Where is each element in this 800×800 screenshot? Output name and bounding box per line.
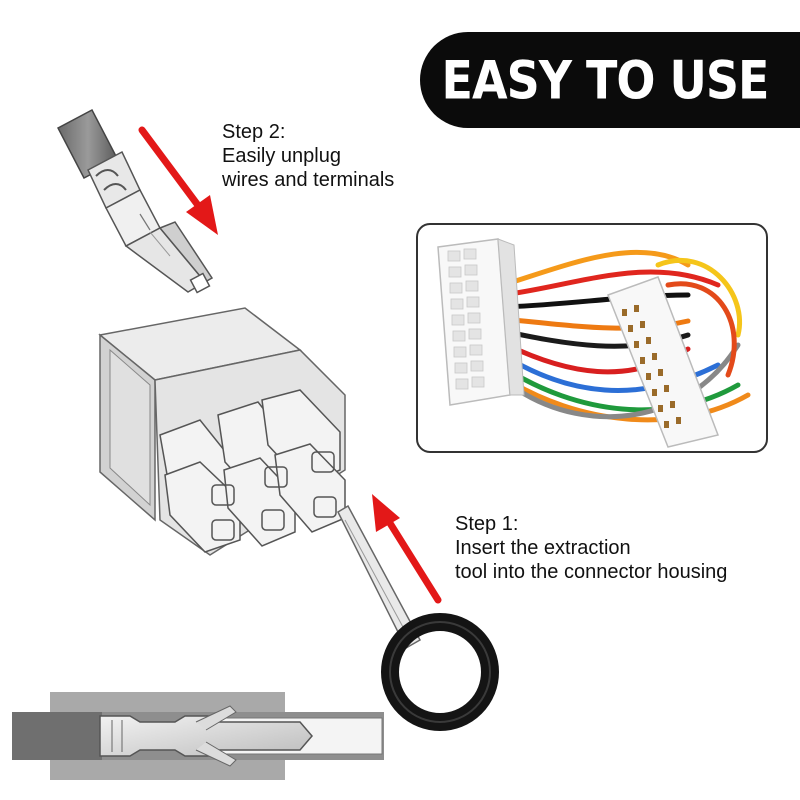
step-1-line-1: Insert the extraction (455, 537, 631, 559)
easy-to-use-banner: EASY TO USE (420, 32, 800, 128)
step-1-text: Step 1: Insert the extraction tool into … (455, 512, 727, 584)
terminal-pin-icon (56, 108, 214, 294)
banner-title: EASY TO USE (441, 48, 770, 112)
atx-cable-photo (416, 223, 768, 453)
arrow-up-icon (372, 494, 442, 604)
arrow-down-icon (138, 126, 218, 235)
step-1-line-2: tool into the connector housing (455, 561, 728, 583)
step-2-text: Step 2: Easily unplug wires and terminal… (222, 120, 394, 192)
connector-housing-icon (98, 307, 346, 556)
atx-cable-drawing (437, 238, 751, 448)
terminal-crosssection-icon (12, 692, 384, 780)
step-2-title: Step 2: (222, 121, 286, 143)
step-2-line-2: wires and terminals (222, 169, 395, 191)
step-2-line-1: Easily unplug (222, 145, 341, 167)
step-1-title: Step 1: (455, 513, 519, 535)
extraction-tool-icon (337, 504, 499, 731)
